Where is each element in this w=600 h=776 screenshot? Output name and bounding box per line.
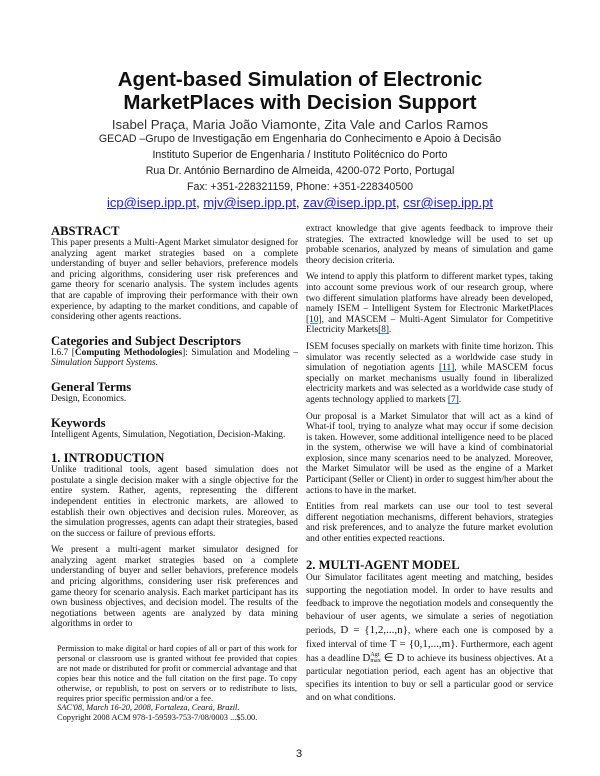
equation-time: T = {0,1,...,m} [389, 637, 456, 650]
intro-paragraph-1: Unlike traditional tools, agent based si… [51, 465, 298, 539]
right-paragraph-5: Entities from real markets can use our t… [306, 502, 553, 545]
address: Rua Dr. António Bernardino de Almeida, 4… [145, 165, 455, 177]
text: . Furthermore, each agent has a deadline [306, 639, 554, 664]
permission-footnote: Permission to make digital or hard copie… [57, 644, 297, 723]
page-number: 3 [296, 748, 303, 760]
email-link[interactable]: icp@isep.ipp.pt [107, 195, 197, 210]
emails: icp@isep.ipp.pt, mjv@isep.ipp.pt, zav@is… [107, 195, 493, 210]
categories-heading: Categories and Subject Descriptors [51, 333, 241, 348]
abstract-heading: ABSTRACT [51, 224, 120, 238]
general-terms-heading: General Terms [51, 379, 132, 394]
title-line-1: Agent-based Simulation of Electronic [117, 68, 483, 91]
math-base: D [362, 651, 371, 664]
text: ISEM focuses specially on markets with f… [306, 341, 553, 374]
abstract-text: This paper presents a Multi-Agent Market… [51, 238, 298, 323]
right-paragraph-2: We intend to apply this platform to diff… [306, 272, 553, 336]
citation-link[interactable]: [8] [378, 325, 390, 336]
text: Our Simulator facilitates agent meeting … [306, 572, 553, 636]
section-2-heading: 2. MULTI-AGENT MODEL [306, 557, 460, 572]
math-sub: max [370, 658, 381, 665]
citation-link[interactable]: [10] [306, 314, 322, 325]
right-paragraph-4: Our proposal is a Market Simulator that … [306, 411, 553, 496]
title-line-2: MarketPlaces with Decision Support [123, 91, 477, 114]
right-paragraph-1: extract knowledge that give agents feedb… [306, 224, 553, 266]
contact: Fax: +351-228321159, Phone: +351-2283405… [187, 181, 413, 193]
category-code: I.6.7 [ [51, 347, 75, 358]
affiliation-2: Instituto Superior de Engenharia / Insti… [152, 149, 448, 161]
text: . [458, 394, 462, 405]
keywords-heading: Keywords [51, 415, 106, 430]
general-terms-text: Design, Economics. [51, 393, 127, 404]
footnote-copyright: Copyright 2008 ACM 978-1-59593-753-7/08/… [57, 713, 258, 723]
category-rest: ]: Simulation and Modeling – [182, 347, 298, 358]
email-link[interactable]: csr@isep.ipp.pt [403, 195, 493, 210]
authors: Isabel Praça, Maria João Viamonte, Zita … [111, 117, 489, 132]
citation-link[interactable]: [11] [439, 363, 455, 374]
email-link[interactable]: mjv@isep.ipp.pt [203, 195, 297, 210]
text: We intend to apply this platform to diff… [306, 272, 553, 315]
affiliation-1: GECAD –Grupo de Investigação em Engenhar… [98, 133, 502, 145]
math-rest: ∈ D [380, 651, 405, 664]
category-bold: Computing Methodologies [74, 347, 183, 358]
footnote-text: Permission to make digital or hard copie… [57, 644, 297, 703]
text: , while MASCEM focus specially on market… [306, 363, 553, 405]
intro-paragraph-2: We present a multi-agent market simulato… [51, 545, 298, 630]
category-italic: Simulation Support Systems. [51, 358, 159, 369]
right-paragraph-3: ISEM focuses specially on markets with f… [306, 342, 553, 406]
keywords-text: Intelligent Agents, Simulation, Negotiat… [51, 429, 286, 440]
citation-link[interactable]: [7] [447, 394, 459, 405]
paper-title: Agent-based Simulation of Electronic Mar… [0, 68, 600, 114]
categories-text: I.6.7 [Computing Methodologies]: Simulat… [51, 348, 298, 369]
email-link[interactable]: zav@isep.ipp.pt [303, 195, 396, 210]
math-sup: Agt [370, 652, 380, 659]
text: to achieve its business objectives. At a… [306, 653, 553, 703]
equation-periods: D = {1,2,...,n} [340, 623, 408, 636]
right-column: extract knowledge that give agents feedb… [306, 224, 553, 711]
footnote-conference: SAC'08, March 16-20, 2008, Fortaleza, Ce… [57, 703, 240, 713]
left-column: ABSTRACT This paper presents a Multi-Age… [51, 224, 298, 723]
text: , and MASCEM – Multi-Agent Simulator for… [306, 314, 553, 336]
text: . [389, 325, 392, 336]
text: , where each one is composed by a fixed … [306, 625, 553, 650]
introduction-heading: 1. INTRODUCTION [51, 451, 165, 466]
section-2-paragraph: Our Simulator facilitates agent meeting … [306, 572, 553, 705]
